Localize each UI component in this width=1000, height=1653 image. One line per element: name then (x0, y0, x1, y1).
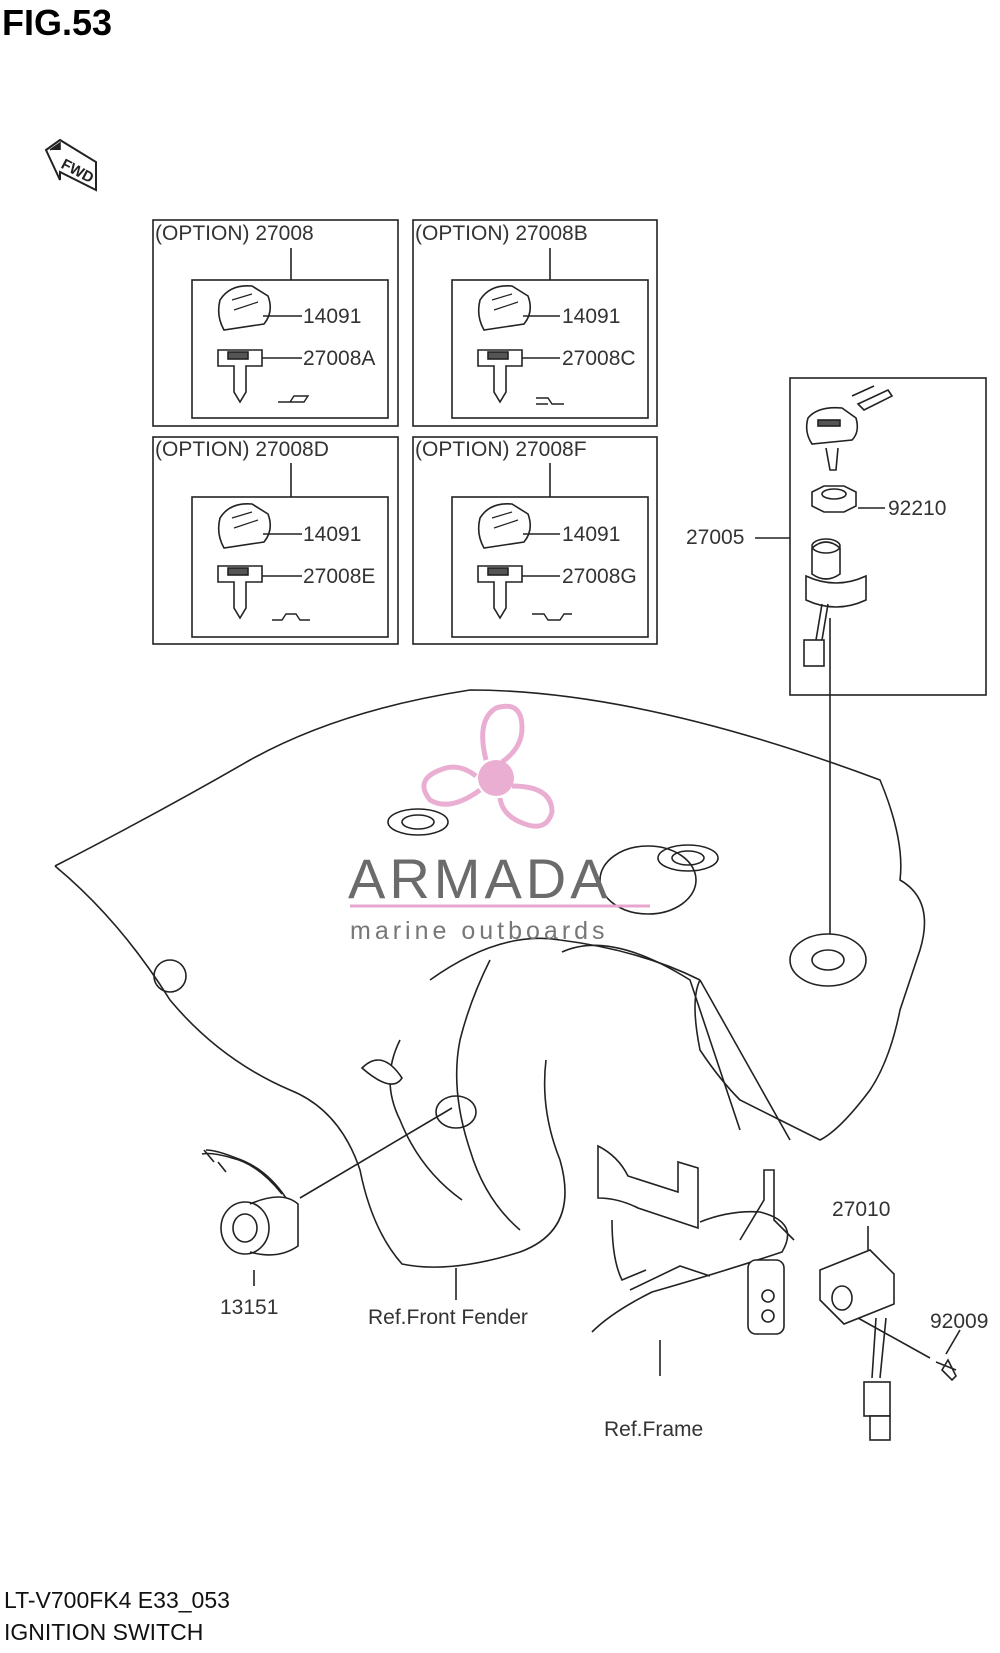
part-label-screw: 92009 (930, 1310, 989, 1333)
part-label-nut: 92210 (888, 497, 947, 520)
part-label: 27008C (562, 347, 636, 370)
part-label: 27008A (303, 347, 376, 370)
armada-logo-icon (421, 703, 555, 829)
option-title: (OPTION) 27008D (155, 438, 329, 461)
part-label-assembly: 27005 (686, 526, 745, 549)
part-label-switch: 13151 (220, 1296, 279, 1319)
key-knob-icon (217, 284, 272, 331)
figure-title: FIG.53 (2, 2, 113, 43)
section-title: IGNITION SWITCH (4, 1619, 204, 1645)
part-label: 14091 (562, 305, 621, 328)
watermark-tagline: marine outboards (350, 917, 609, 945)
key-knob-icon (477, 284, 532, 331)
option-title: (OPTION) 27008F (415, 438, 587, 461)
ref-label-frame: Ref.Frame (604, 1418, 704, 1441)
ref-label-front-fender: Ref.Front Fender (368, 1306, 528, 1329)
option-box-27008d (152, 436, 399, 645)
part-label: 14091 (562, 523, 621, 546)
watermark-brand: ARMADA (348, 847, 612, 910)
sensor-27010 (819, 1226, 961, 1441)
key-knob-icon (217, 502, 272, 549)
frame-ref (591, 1144, 795, 1376)
key-blade-icon (217, 565, 263, 620)
screw-92009-icon (935, 1358, 957, 1382)
body-panel-outline (54, 689, 926, 1141)
option-box-27008 (152, 219, 399, 427)
key-knob-icon (477, 502, 532, 549)
part-label: 14091 (303, 523, 362, 546)
part-label: 27008E (303, 565, 376, 588)
option-box-27008b (412, 219, 658, 427)
option-box-27008f (412, 436, 658, 645)
model-code: LT-V700FK4 E33_053 (4, 1587, 230, 1613)
key-blade-icon (477, 565, 523, 620)
ignition-switch-13151 (201, 1149, 299, 1286)
option-title: (OPTION) 27008B (415, 222, 588, 245)
part-label: 14091 (303, 305, 362, 328)
fwd-arrow-icon (44, 138, 97, 192)
part-label-sensor: 27010 (832, 1198, 891, 1221)
ignition-assembly-box (755, 377, 987, 696)
option-title: (OPTION) 27008 (155, 222, 314, 245)
part-label: 27008G (562, 565, 637, 588)
